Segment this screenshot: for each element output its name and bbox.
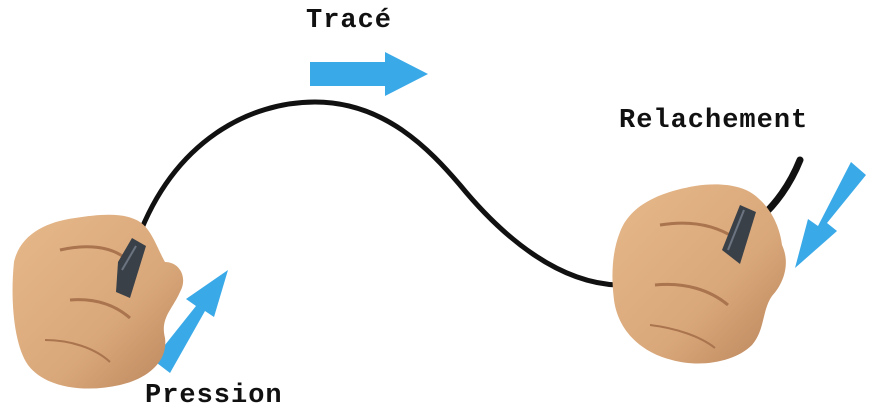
pression-label: Pression [145,381,283,411]
pen-stroke-curve [135,99,621,288]
arrow-up-right-icon [153,270,228,373]
arrow-right-icon [310,52,428,96]
hand-holding-pen-icon [612,184,786,364]
relachement-label: Relachement [619,106,809,136]
trace-label: Tracé [306,6,393,36]
arrow-down-left-icon [795,162,866,268]
hand-holding-pen-icon [12,214,184,389]
